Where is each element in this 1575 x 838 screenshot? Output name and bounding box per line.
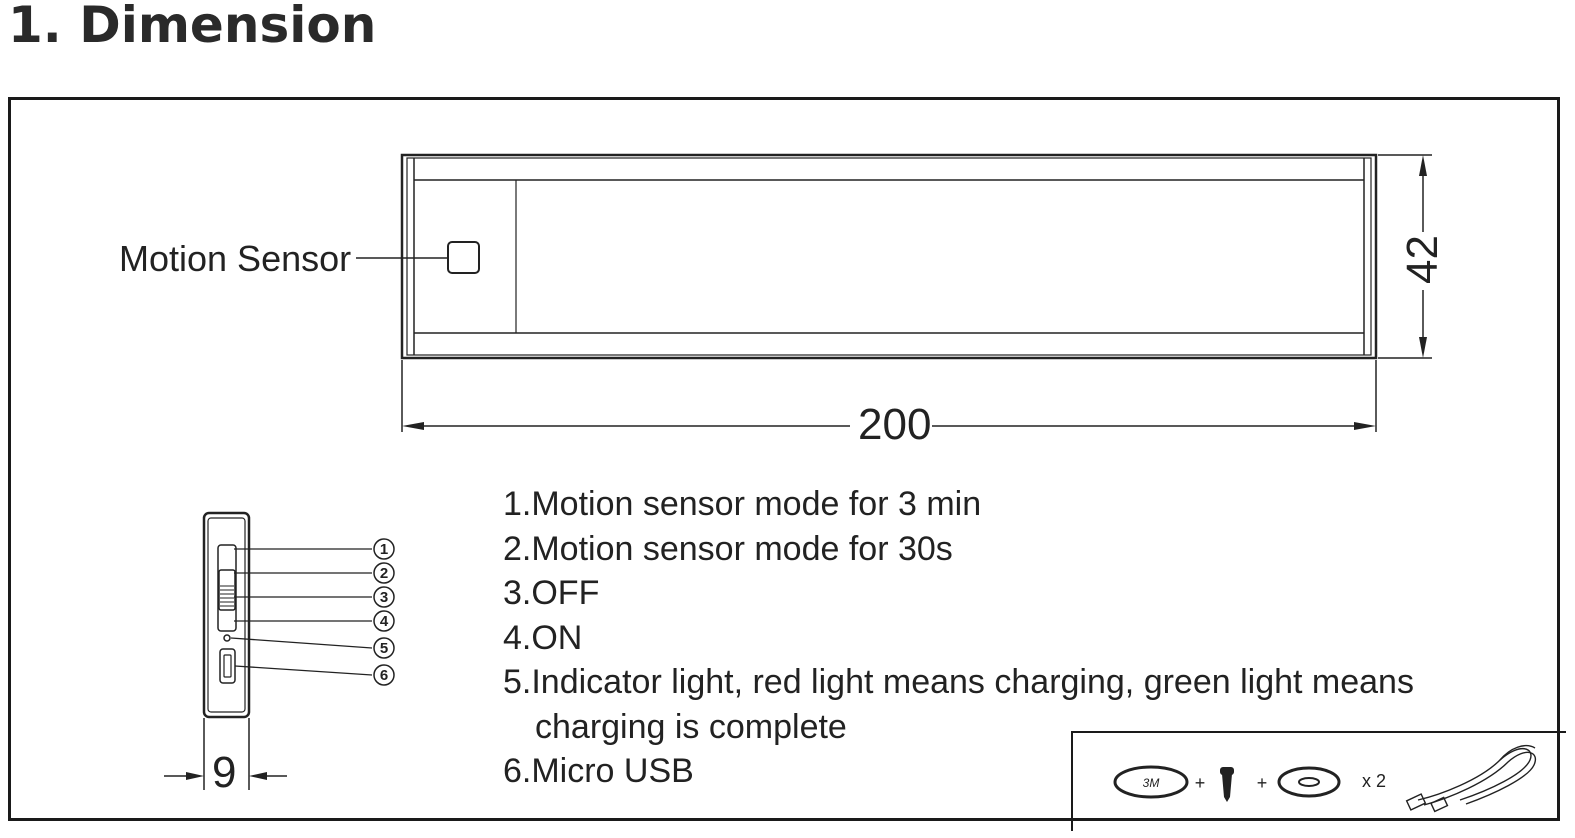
depth-dimension bbox=[164, 718, 287, 790]
screw-anchor-icon bbox=[1277, 766, 1341, 798]
callout-markers bbox=[373, 538, 395, 686]
callout-number: 3 bbox=[380, 589, 388, 606]
depth-value: 9 bbox=[212, 748, 237, 797]
height-value: 42 bbox=[1398, 235, 1447, 284]
legend-item: 1.Motion sensor mode for 3 min bbox=[503, 485, 982, 523]
callout-number: 1 bbox=[380, 541, 388, 558]
width-dimension bbox=[401, 360, 1377, 432]
legend-item: 3.OFF bbox=[503, 574, 600, 612]
light-bar-front-view bbox=[400, 153, 1378, 360]
side-view bbox=[202, 511, 251, 719]
screw-icon bbox=[1220, 767, 1234, 802]
motion-sensor-window bbox=[447, 241, 480, 274]
plus-sign: + bbox=[1257, 773, 1268, 793]
callout-leaders bbox=[230, 548, 373, 676]
page-title: 1. Dimension bbox=[8, 0, 377, 54]
legend-item: 5.Indicator light, red light means charg… bbox=[503, 663, 1414, 701]
callout-number: 5 bbox=[380, 640, 388, 657]
feature-legend: 1.Motion sensor mode for 3 min 2.Motion … bbox=[503, 482, 1414, 794]
motion-sensor-label: Motion Sensor bbox=[119, 238, 352, 279]
callout-number: 4 bbox=[380, 613, 389, 630]
legend-item: 6.Micro USB bbox=[503, 752, 694, 790]
accessories-box bbox=[1071, 731, 1566, 831]
callout-number: 6 bbox=[380, 667, 388, 684]
legend-item-continuation: charging is complete bbox=[535, 707, 847, 746]
usb-cable-icon bbox=[1405, 744, 1537, 813]
callout-number: 2 bbox=[380, 565, 388, 582]
legend-item: 4.ON bbox=[503, 618, 583, 657]
width-value: 200 bbox=[858, 400, 932, 449]
height-dimension bbox=[1378, 154, 1432, 359]
accessory-count: x 2 bbox=[1362, 771, 1386, 791]
tape-icon bbox=[1113, 765, 1189, 799]
legend-item: 2.Motion sensor mode for 30s bbox=[503, 529, 953, 568]
tape-label: 3M bbox=[1143, 776, 1160, 790]
plus-sign: + bbox=[1195, 773, 1206, 793]
accessories-illustration bbox=[1113, 744, 1537, 813]
diagram-frame bbox=[8, 97, 1560, 821]
